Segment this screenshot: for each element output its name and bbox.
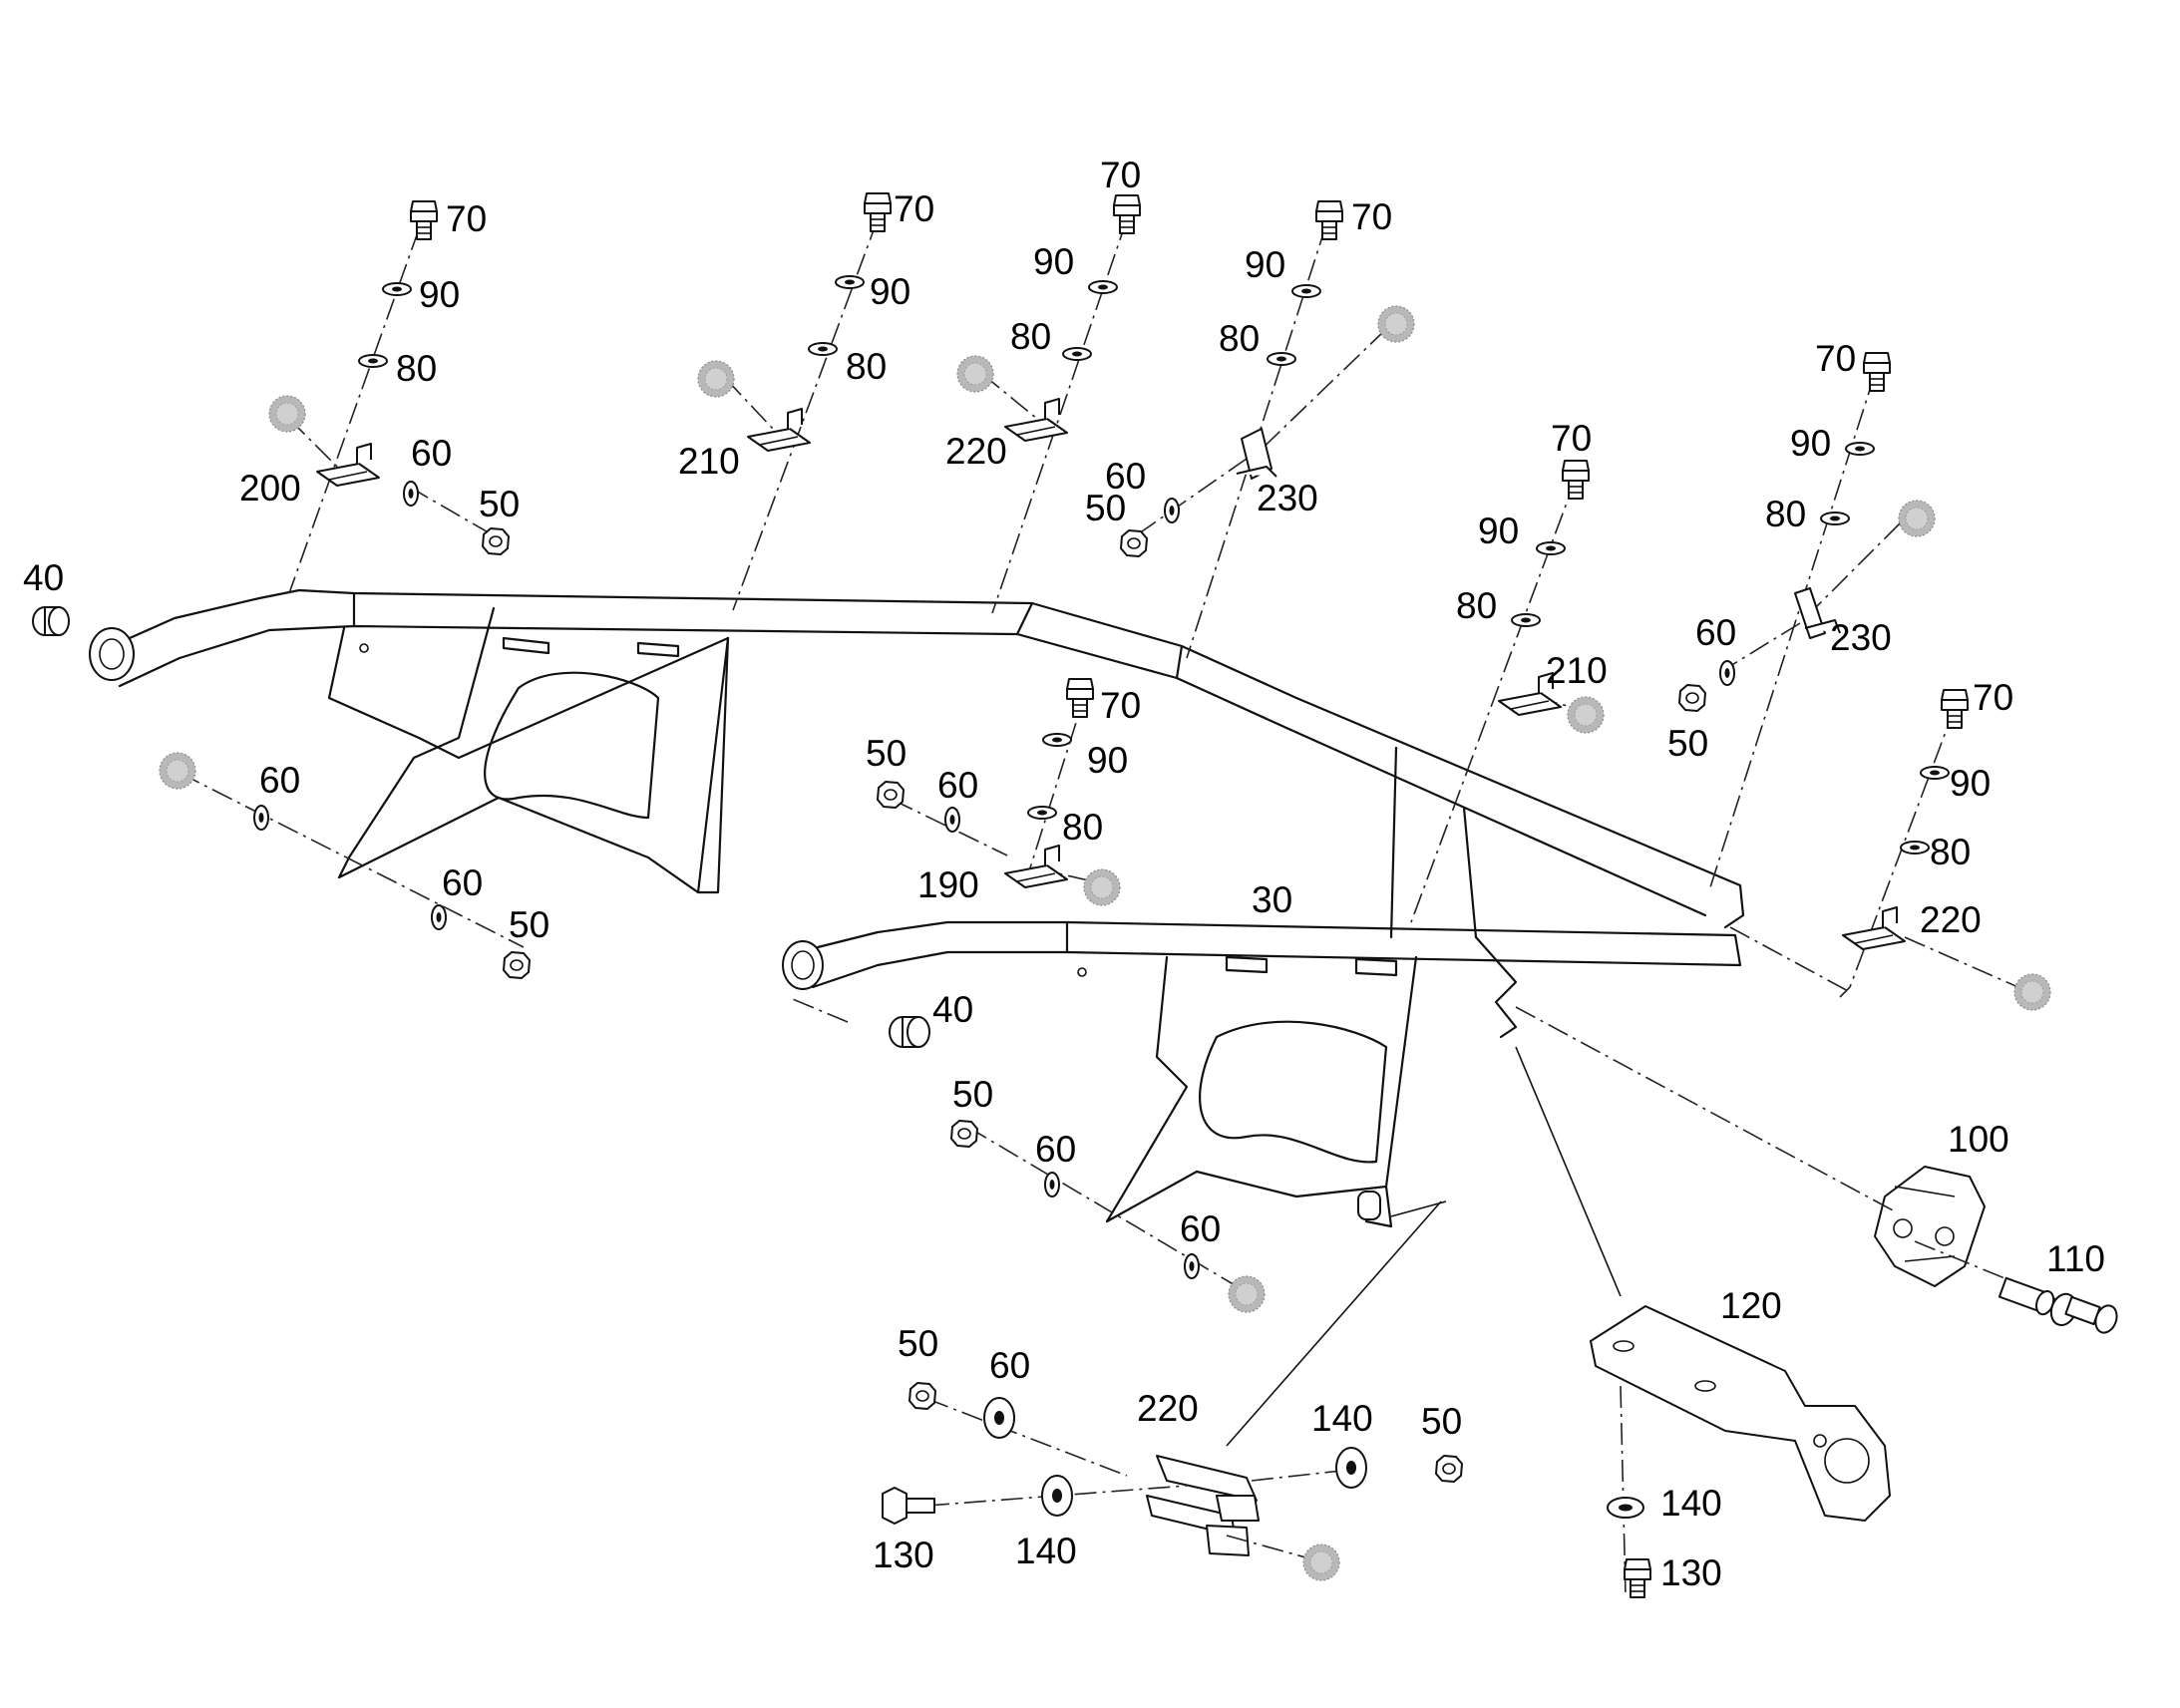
callout: 140 xyxy=(1660,1483,1722,1524)
callout: 50 xyxy=(479,484,520,524)
latch-100 xyxy=(1874,1166,1986,1287)
callout: 80 xyxy=(1456,585,1497,626)
callout: 210 xyxy=(1546,650,1608,691)
callout: 80 xyxy=(396,348,437,389)
callout: 100 xyxy=(1948,1119,2009,1160)
washers-90-80 xyxy=(358,275,1950,854)
callout: 70 xyxy=(1551,418,1592,459)
callout: 80 xyxy=(846,346,887,387)
callout: 60 xyxy=(1695,612,1736,653)
callout: 130 xyxy=(1660,1552,1722,1593)
callout: 190 xyxy=(917,864,979,905)
callout: 50 xyxy=(509,904,549,945)
callout: 230 xyxy=(1257,478,1318,518)
nuts-50 xyxy=(482,527,1706,1483)
callout: 220 xyxy=(1920,899,1982,940)
washers-60 xyxy=(253,481,1735,1519)
callout: 120 xyxy=(1720,1285,1782,1326)
callout: 50 xyxy=(1421,1401,1462,1442)
callout: 90 xyxy=(1950,763,1991,804)
callout: 90 xyxy=(870,271,910,312)
callout: 60 xyxy=(989,1345,1030,1386)
callout: 30 xyxy=(1252,879,1292,920)
callout: 110 xyxy=(2046,1238,2105,1279)
callout: 60 xyxy=(1180,1208,1221,1249)
callout: 40 xyxy=(932,989,973,1030)
callout: 50 xyxy=(952,1074,993,1115)
callout: 90 xyxy=(1478,511,1519,551)
callout: 90 xyxy=(419,274,460,315)
callout: 90 xyxy=(1245,244,1285,285)
callout: 80 xyxy=(1062,807,1103,848)
callout: 130 xyxy=(873,1535,934,1575)
callout: 80 xyxy=(1219,318,1260,359)
callout: 50 xyxy=(1667,723,1708,764)
bracket-plate-120 xyxy=(1590,1305,1891,1522)
clips xyxy=(316,398,1906,950)
bolts-110-130 xyxy=(882,1276,2118,1525)
assembly-axes xyxy=(179,218,2110,1596)
callout: 230 xyxy=(1830,617,1892,658)
callout: 70 xyxy=(1973,677,2013,718)
callout: 140 xyxy=(1311,1398,1373,1439)
callout: 60 xyxy=(259,760,300,801)
callout: 60 xyxy=(411,433,452,474)
callout: 70 xyxy=(1815,338,1856,379)
callout: 50 xyxy=(898,1323,938,1364)
callout: 70 xyxy=(1100,685,1141,726)
callout: 210 xyxy=(678,441,740,482)
callout: 220 xyxy=(1137,1388,1199,1429)
callout: 140 xyxy=(1015,1531,1077,1571)
callout: 80 xyxy=(1765,494,1806,534)
callout-labels: 70 90 80 60 200 50 40 70 90 80 210 70 90… xyxy=(23,155,2105,1593)
frame-front-rail xyxy=(782,746,1742,1228)
callout: 50 xyxy=(1085,488,1126,528)
callout: 70 xyxy=(446,198,487,239)
frame-rear-rail xyxy=(89,588,1745,929)
callout: 60 xyxy=(1105,456,1146,497)
callout: 70 xyxy=(1351,196,1392,237)
spacers-40 xyxy=(32,606,930,1048)
callout: 220 xyxy=(945,431,1007,472)
callout: 90 xyxy=(1790,423,1831,464)
callout: 90 xyxy=(1033,241,1074,282)
callout: 70 xyxy=(1100,155,1141,195)
callout: 50 xyxy=(866,733,907,774)
callout: 90 xyxy=(1087,740,1128,781)
callout: 80 xyxy=(1930,832,1971,872)
callout: 80 xyxy=(1010,316,1051,357)
callout: 60 xyxy=(1035,1129,1076,1170)
callout: 200 xyxy=(239,468,301,509)
callout: 60 xyxy=(937,765,978,806)
leader-lines xyxy=(1226,1046,1622,1447)
callout: 40 xyxy=(23,557,64,598)
clamp-220-bottom xyxy=(1146,1455,1260,1556)
callout: 70 xyxy=(894,188,934,229)
callout: 60 xyxy=(442,862,483,903)
